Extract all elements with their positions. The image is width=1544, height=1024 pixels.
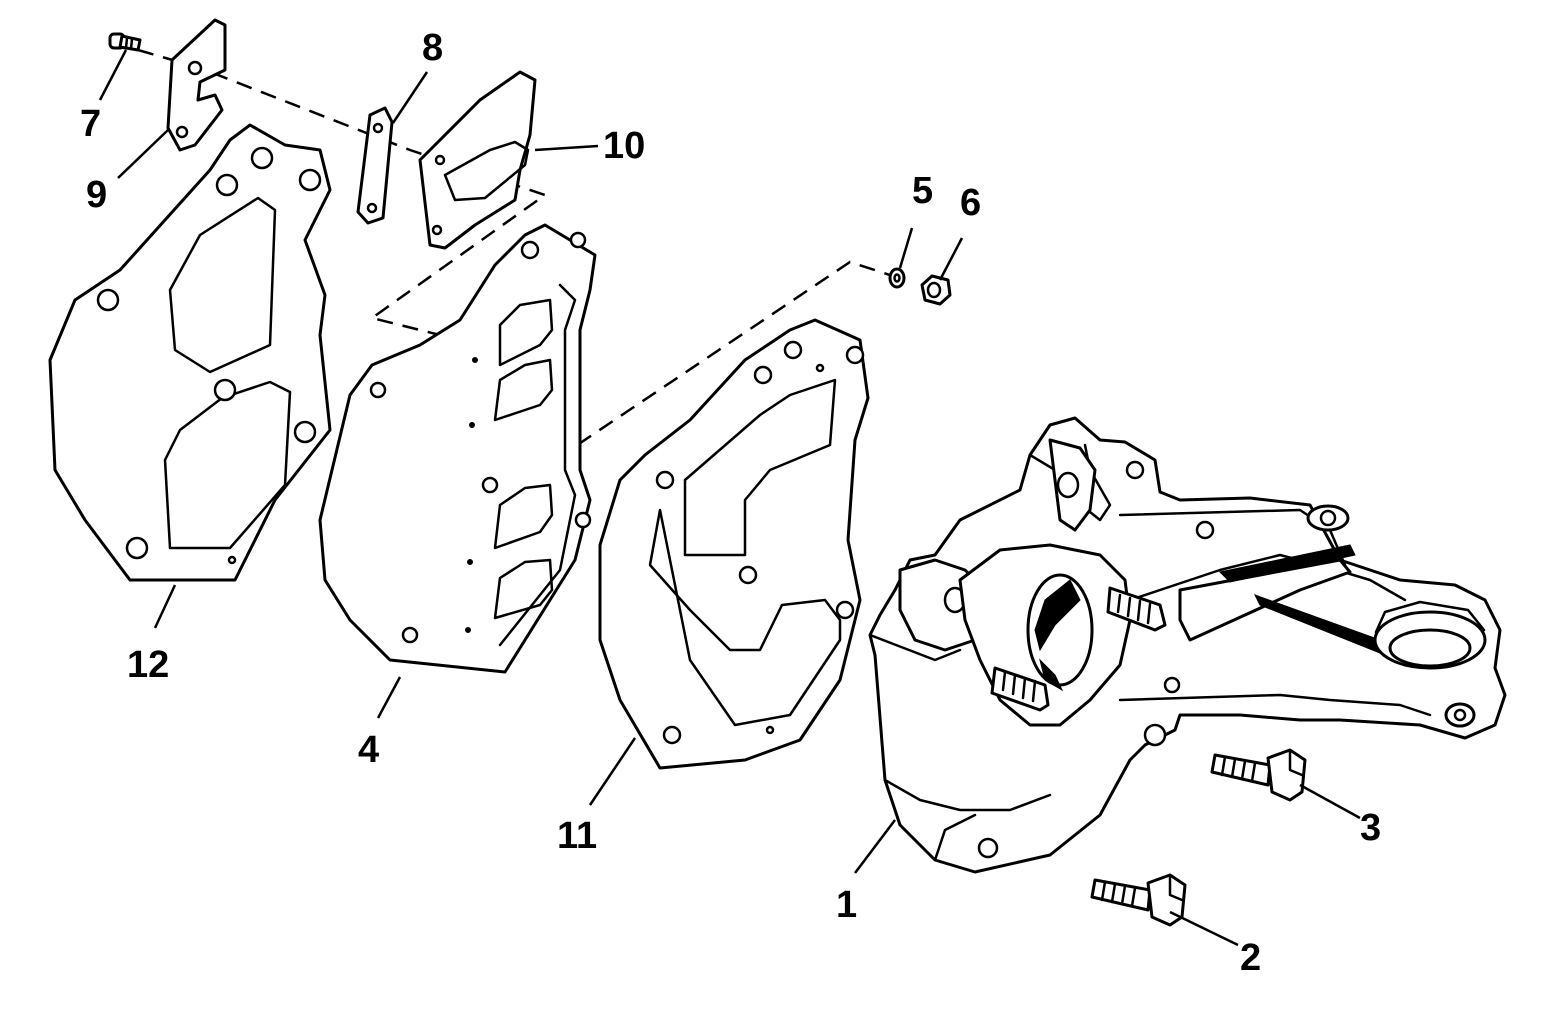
part-7-screw [108,32,142,52]
part-9-clip [166,18,227,152]
callout-2: 2 [1240,937,1261,979]
part-11-gasket [598,318,870,770]
part-12-gasket [48,123,332,582]
callout-9: 9 [86,174,107,216]
callout-12: 12 [127,644,169,686]
part-3-bolt [1210,748,1307,802]
callout-5: 5 [912,170,933,212]
callout-8: 8 [422,27,443,69]
part-1-bracket-housing [868,416,1507,874]
callout-3: 3 [1360,807,1381,849]
callout-1: 1 [836,884,857,926]
callout-7: 7 [80,103,101,145]
leader-lines [98,49,1361,947]
part-8-plate [356,106,394,225]
part-2-bolt [1090,873,1187,927]
callout-4: 4 [358,729,379,771]
part-5-washer [888,267,906,289]
callout-10: 10 [603,125,645,167]
callout-11: 11 [557,815,597,857]
callout-6: 6 [960,182,981,224]
part-6-nut [920,274,952,306]
part-4-manifold-plate [318,223,597,674]
callout-labels: 7 9 8 10 5 6 12 4 11 1 3 2 [80,27,1381,979]
part-10-reed-gasket [418,70,537,250]
